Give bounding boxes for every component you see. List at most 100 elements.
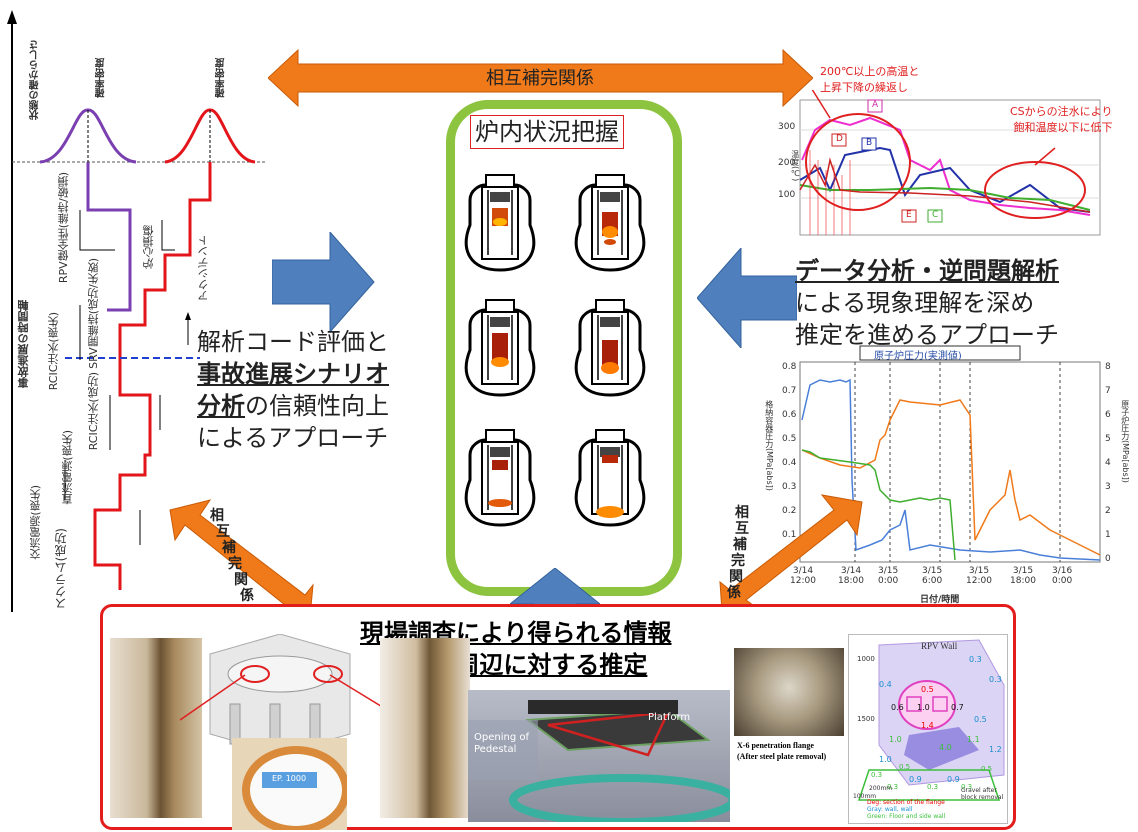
right-diag-char-2: 互 <box>735 521 749 537</box>
left-text-line3-bold: 分析 <box>197 392 245 420</box>
accident-timeline-diagram <box>7 10 265 612</box>
right-text-line3: 推定を進めるアプローチ <box>795 321 1059 349</box>
flange-caption: X-6 penetration flange (After steel plat… <box>737 740 847 762</box>
pressure-y-left-3: 0.5 <box>782 434 797 444</box>
left-diag-char-5: 関 <box>234 572 248 588</box>
pedestal-3d-model <box>209 634 351 754</box>
stage-scram: スクラム(成功) <box>54 528 68 610</box>
left-blue-arrow <box>272 232 375 332</box>
pressure-y-left-5: 0.3 <box>782 482 797 492</box>
peak1-label: 確率密度 <box>96 58 107 98</box>
legend-wall: Gray: wall, wall <box>867 806 913 813</box>
reading-3: 0.7 <box>951 703 964 712</box>
stage-rpv: RPV健全性(維持/破損) <box>57 172 70 284</box>
left-approach-text: 解析コード評価と 事故進展シナリオ 分析の信頼性向上 によるアプローチ <box>197 326 445 454</box>
right-diag-char-6: 係 <box>727 585 741 601</box>
reading-9: 0.5 <box>974 715 987 724</box>
pressure-x-tick-2: 3/15 0:00 <box>878 566 899 586</box>
reading-15: 1.0 <box>889 735 902 744</box>
right-text-line1: データ分析・逆問題解析 <box>795 257 1059 285</box>
series-label-a: A <box>872 100 879 110</box>
left-diag-char-2: 互 <box>216 524 230 540</box>
legend-floor: Green: Floor and side wall <box>867 813 946 820</box>
left-text-line3: 分析の信頼性向上 <box>197 390 445 422</box>
stage-rcic-ok: RCIC注水(成功) <box>87 372 100 451</box>
pressure-legend: 原子炉圧力(実測値) <box>874 351 962 362</box>
temp-y-tick-100: 100 <box>778 190 796 200</box>
series-label-d: D <box>836 134 843 144</box>
pressure-x-tick-0: 3/14 12:00 <box>790 566 816 586</box>
timeline-axis-label: 事故進展の時間軸 <box>17 300 30 388</box>
center-title: 炉内状況把握 <box>470 115 624 149</box>
temp-annotation-2-line2: 飽和温度以下に低下 <box>1013 121 1113 134</box>
pressure-y-left-0: 0.8 <box>782 362 797 372</box>
pressure-y-left-label: 格納容器圧力(MPa[abs]) <box>764 400 774 491</box>
pedestal-inner-photo-right <box>380 638 470 818</box>
right-approach-text: データ分析・逆問題解析 による現象理解を深め 推定を進めるアプローチ <box>795 255 1135 351</box>
pressure-y-left-7: 0.1 <box>782 530 797 540</box>
temp-annotation-1-line2: 上昇下降の繰返し <box>820 81 908 94</box>
rpv-wall-label: RPV Wall <box>921 641 958 651</box>
reading-6: 0.3 <box>989 675 1002 684</box>
reading-2: 1.0 <box>917 703 930 712</box>
pressure-y-right-7: 1 <box>1105 530 1111 540</box>
temp-annotation-2-line1: CSからの注水により <box>1010 105 1113 118</box>
pressure-y-left-6: 0.2 <box>782 506 797 516</box>
reading-10: 1.2 <box>989 745 1002 754</box>
pressure-x-tick-1: 3/14 18:00 <box>838 566 864 586</box>
reading-4: 1.4 <box>921 721 934 730</box>
reading-14: 1.1 <box>967 735 980 744</box>
series-label-c: C <box>932 210 939 220</box>
platform-label: Platform <box>648 712 691 723</box>
pressure-y-right-3: 5 <box>1105 434 1111 444</box>
right-diag-label: 相 互 補 完 関 係 <box>727 505 749 601</box>
pressure-y-right-label: 原子炉圧力(MPa[abs]) <box>1120 400 1130 483</box>
temp-annotation-2: CSからの注水により 飽和温度以下に低下 <box>1010 104 1112 136</box>
dim-1500: 1500 <box>857 715 875 723</box>
gravel-note: Gravel after block removal <box>961 787 1004 801</box>
gauge-label: EP. 1000 <box>272 774 307 783</box>
flange-caption-line1: X-6 penetration flange <box>737 741 814 750</box>
reading-5: 0.3 <box>969 655 982 664</box>
dim-200mm: 200mm <box>869 785 893 792</box>
reactor-vessel-icons <box>464 173 646 527</box>
right-diag-char-3: 補 <box>733 537 747 553</box>
pressure-y-right-0: 8 <box>1105 362 1111 372</box>
reading-13: 4.0 <box>939 743 952 752</box>
left-diag-label: 相 互 補 完 関 係 <box>210 508 254 604</box>
pressure-y-right-5: 3 <box>1105 482 1111 492</box>
pressure-chart: 原子炉圧力(実測値) 0.8 0.7 0.6 0.5 0.4 0.3 0.2 0… <box>760 340 1138 605</box>
left-diag-char-1: 相 <box>210 508 224 524</box>
pressure-x-tick-4: 3/15 12:00 <box>966 566 992 586</box>
reading-17: 0.3 <box>887 783 899 791</box>
reading-20: 0.5 <box>981 765 993 773</box>
reading-16: 0.3 <box>871 771 883 779</box>
series-label-b: B <box>866 138 873 148</box>
left-text-line2: 事故進展シナリオ <box>197 360 389 388</box>
right-blue-arrow <box>697 248 797 348</box>
series-label-e: E <box>906 210 912 220</box>
flange-photo <box>734 648 844 736</box>
pressure-x-tick-5: 3/15 18:00 <box>1010 566 1036 586</box>
right-diag-char-4: 完 <box>731 553 745 569</box>
peak2-label: 確率密度 <box>216 58 227 98</box>
reading-18: 0.3 <box>927 783 939 791</box>
stage-ac-lost: 交流電源(喪失) <box>29 485 42 560</box>
right-diag-char-1: 相 <box>735 505 749 521</box>
left-diag-char-6: 係 <box>240 588 254 604</box>
temp-y-tick-300: 300 <box>778 122 796 132</box>
pressure-y-left-1: 0.7 <box>782 386 797 396</box>
rpv-wall-diagram: RPV Wall 1000 1500 0.5 0.6 1.0 0.7 1.4 0… <box>848 634 1008 824</box>
reading-12: 0.9 <box>947 775 960 784</box>
right-text-line2: による現象理解を深め <box>795 289 1035 317</box>
stage-srv: SRV開維持(成功/失敗) <box>87 258 100 369</box>
left-text-line3-rest: の信頼性向上 <box>245 392 389 420</box>
timeline-y-label: 状態の確からしさ <box>30 40 41 120</box>
stage-dc-lost: 直流電源(喪失) <box>61 430 74 505</box>
temp-annotation-1-line1: 200℃以上の高温と <box>820 65 920 78</box>
platform-render: Opening of Pedestal Platform <box>468 690 730 822</box>
legend-flange: Deg: section of the flange <box>867 799 945 806</box>
pressure-x-tick-3: 3/15 6:00 <box>922 566 943 586</box>
reading-7: 0.4 <box>879 680 892 689</box>
pressure-y-left-4: 0.4 <box>782 458 797 468</box>
